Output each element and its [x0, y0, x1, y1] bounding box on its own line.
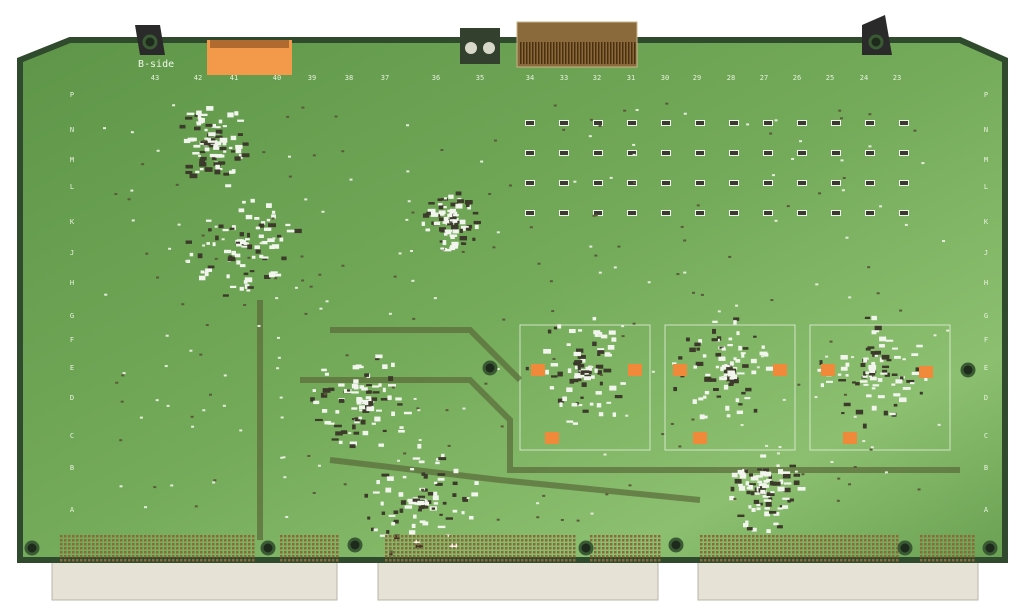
row-label: L: [983, 183, 989, 191]
row-label: C: [69, 432, 75, 440]
row-label: P: [69, 91, 75, 99]
row-label: M: [983, 156, 989, 164]
row-label: D: [983, 394, 989, 402]
column-label: 43: [150, 74, 160, 82]
column-label: 37: [380, 74, 390, 82]
row-label: N: [983, 126, 989, 134]
row-label: B: [983, 464, 989, 472]
column-label: 42: [193, 74, 203, 82]
column-label: 24: [859, 74, 869, 82]
row-label: K: [983, 218, 989, 226]
circuit-board: [17, 37, 1008, 563]
row-label: K: [69, 218, 75, 226]
edge-connectors: [51, 559, 979, 601]
row-label: E: [983, 364, 989, 372]
row-label: G: [69, 312, 75, 320]
row-label: A: [983, 506, 989, 514]
mounting-hole: [982, 540, 998, 556]
mounting-hole: [897, 540, 913, 556]
row-label: J: [69, 249, 75, 257]
orange-capacitor: [531, 364, 545, 376]
row-label: L: [69, 183, 75, 191]
row-label: C: [983, 432, 989, 440]
column-label: 23: [892, 74, 902, 82]
mounting-hole: [347, 537, 363, 553]
column-label: 25: [825, 74, 835, 82]
column-label: 28: [726, 74, 736, 82]
row-label: J: [983, 249, 989, 257]
mounting-hole: [142, 34, 158, 50]
mounting-hole: [482, 360, 498, 376]
orange-capacitor: [821, 364, 835, 376]
row-label: F: [69, 336, 75, 344]
column-label: 32: [592, 74, 602, 82]
row-label: H: [69, 279, 75, 287]
row-label: F: [983, 336, 989, 344]
mounting-hole: [868, 34, 884, 50]
column-label: 30: [660, 74, 670, 82]
orange-capacitor: [843, 432, 857, 444]
column-label: 34: [525, 74, 535, 82]
column-label: 26: [792, 74, 802, 82]
orange-capacitor: [693, 432, 707, 444]
column-label: 40: [272, 74, 282, 82]
row-label: M: [69, 156, 75, 164]
row-label: N: [69, 126, 75, 134]
row-label: D: [69, 394, 75, 402]
side-label: B-side: [138, 59, 175, 70]
row-label: B: [69, 464, 75, 472]
column-label: 36: [431, 74, 441, 82]
column-label: 33: [559, 74, 569, 82]
orange-capacitor: [628, 364, 642, 376]
row-label: P: [983, 91, 989, 99]
orange-capacitors: [531, 364, 933, 444]
mounting-hole: [578, 540, 594, 556]
orange-capacitor: [919, 366, 933, 378]
row-label: A: [69, 506, 75, 514]
column-label: 29: [692, 74, 702, 82]
orange-capacitor: [673, 364, 687, 376]
mounting-hole: [960, 362, 976, 378]
column-label: 38: [344, 74, 354, 82]
row-label: E: [69, 364, 75, 372]
column-label: 41: [229, 74, 239, 82]
orange-capacitor: [773, 364, 787, 376]
column-label: 31: [626, 74, 636, 82]
row-label: H: [983, 279, 989, 287]
mounting-hole: [668, 537, 684, 553]
row-label: G: [983, 312, 989, 320]
column-label: 35: [475, 74, 485, 82]
orange-capacitor: [545, 432, 559, 444]
mounting-hole: [260, 540, 276, 556]
mounting-hole: [24, 540, 40, 556]
column-label: 27: [759, 74, 769, 82]
column-label: 39: [307, 74, 317, 82]
